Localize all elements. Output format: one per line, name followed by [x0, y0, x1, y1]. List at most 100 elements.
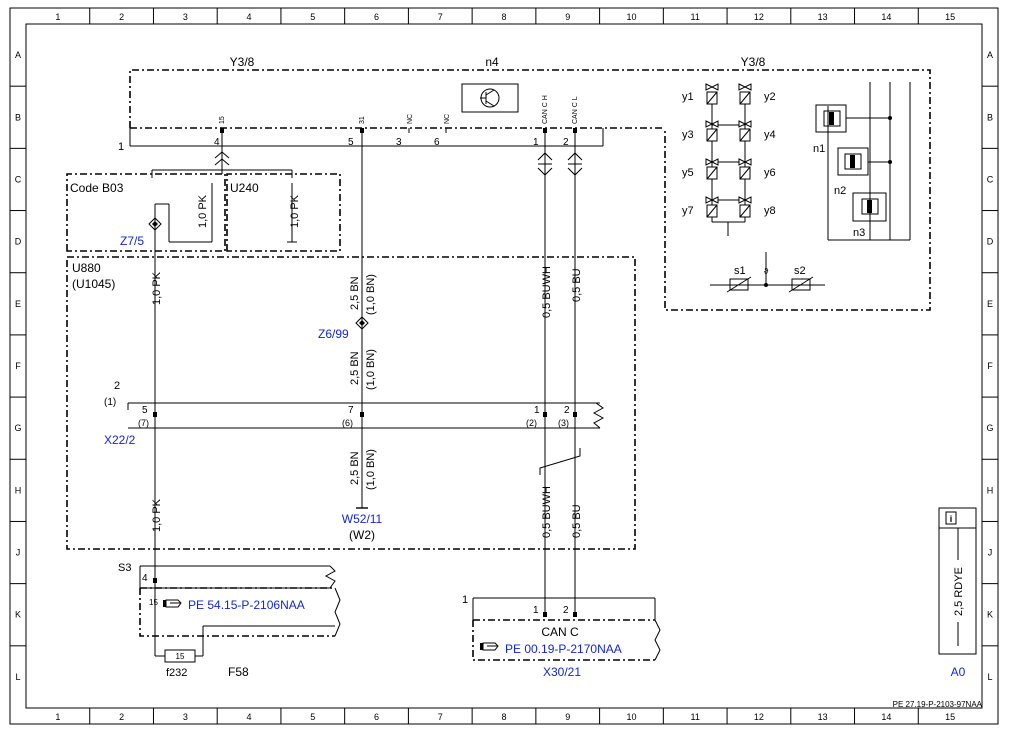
pin-can-l: CAN C L 2: [563, 96, 579, 148]
row-label: J: [16, 548, 21, 558]
reference-hand-icon: [163, 599, 182, 608]
sensor-n1: n1: [813, 143, 825, 155]
twisted-pair-marker: [539, 448, 581, 475]
row-label: F: [987, 361, 993, 371]
x22-2-label: X22/2: [104, 433, 136, 447]
svg-text:(1): (1): [104, 397, 116, 408]
svg-text:2,5 BN: 2,5 BN: [349, 451, 361, 485]
svg-text:(7): (7): [138, 418, 149, 428]
can-ref-link[interactable]: PE 00.19-P-2170NAA: [505, 642, 622, 656]
row-label: H: [987, 485, 994, 495]
column-label: 13: [818, 12, 828, 22]
svg-text:2,5 BN: 2,5 BN: [349, 276, 361, 310]
temperature-symbol: ϑ: [764, 267, 769, 276]
wire-can-h: 0,5 BUWH 0,5 BUWH: [537, 133, 553, 612]
wire-pk: 1,0 PK 1,0 PK: [151, 255, 163, 632]
connector-x22-2: 2 (1) 5 (7) 7 (6) 1 (2) 2 (3) X22/2: [104, 380, 605, 447]
row-label: C: [987, 174, 994, 184]
svg-text:(1,0 BN): (1,0 BN): [365, 274, 377, 315]
svg-text:5: 5: [142, 405, 148, 416]
column-label: 12: [754, 12, 764, 22]
svg-text:(2): (2): [526, 418, 537, 428]
valve-icon: [738, 120, 752, 142]
sensor-n3: n3: [853, 227, 865, 239]
svg-text:0,5 BUWH: 0,5 BUWH: [541, 486, 553, 538]
column-label: 14: [881, 12, 891, 22]
column-label: 8: [501, 12, 506, 22]
svg-text:0,5 BUWH: 0,5 BUWH: [541, 266, 553, 318]
connector-15-symbol: [151, 133, 293, 178]
row-label: K: [987, 610, 993, 620]
switch-s2: s2: [794, 265, 806, 277]
valve-y7: y7: [682, 205, 694, 217]
row-label: H: [15, 485, 22, 495]
row-label: D: [987, 237, 994, 247]
svg-text:(3): (3): [558, 418, 569, 428]
a0-box: i 2,5 RDYE A0: [938, 507, 977, 679]
svg-text:1,0 PK: 1,0 PK: [151, 498, 163, 532]
top-module-conn-no: 1: [118, 141, 124, 153]
column-label: 14: [881, 712, 891, 722]
svg-text:15: 15: [219, 116, 226, 124]
pin-15: 15 4: [214, 116, 226, 148]
fuse-ref-link[interactable]: PE 54.15-P-2106NAA: [188, 598, 305, 612]
row-label: A: [15, 50, 21, 60]
column-label: 7: [438, 712, 443, 722]
column-label: 15: [945, 12, 955, 22]
svg-text:CAN C H: CAN C H: [542, 95, 549, 124]
row-label: L: [15, 672, 20, 682]
column-label: 4: [247, 712, 252, 722]
valve-y5: y5: [682, 167, 694, 179]
row-label: D: [15, 237, 22, 247]
svg-text:2,5 BN: 2,5 BN: [349, 351, 361, 385]
svg-text:CAN C L: CAN C L: [572, 96, 579, 124]
pin-nc-3: NC 3: [396, 114, 414, 148]
valve-icon: [705, 120, 719, 142]
column-label: 15: [945, 712, 955, 722]
row-label: E: [15, 299, 21, 309]
column-label: 6: [374, 12, 379, 22]
svg-text:2: 2: [563, 137, 569, 148]
column-label: 5: [310, 712, 315, 722]
svg-text:5: 5: [348, 137, 354, 148]
column-label: 9: [565, 712, 570, 722]
row-label: B: [987, 112, 993, 122]
svg-text:0,5 BU: 0,5 BU: [571, 504, 583, 538]
code-box-u240-wire: 1,0 PK: [289, 194, 301, 228]
svg-text:2: 2: [563, 605, 569, 616]
svg-text:i: i: [950, 514, 953, 524]
u880-box: U880 (U1045): [66, 256, 636, 550]
column-label: 13: [818, 712, 828, 722]
info-icon: [945, 511, 957, 525]
drawing-frame: [9, 7, 999, 725]
code-box-b03-wire: 1,0 PK: [197, 194, 209, 228]
column-label: 8: [501, 712, 506, 722]
svg-text:0,5 BU: 0,5 BU: [571, 268, 583, 302]
column-label: 11: [691, 712, 700, 722]
column-label: 1: [55, 12, 60, 22]
column-label: 2: [119, 12, 124, 22]
row-label: J: [988, 548, 993, 558]
switch-s2-icon: [791, 278, 811, 291]
code-box-b03: Code B03 1,0 PK Z7/5: [66, 173, 226, 255]
svg-text:6: 6: [434, 137, 440, 148]
svg-text:f232: f232: [166, 667, 187, 679]
svg-text:NC: NC: [407, 114, 414, 124]
top-module-label-center: n4: [485, 55, 499, 69]
sensor-group: n1 n2 n3: [813, 82, 911, 241]
svg-text:1: 1: [462, 594, 468, 606]
valve-icon: [705, 83, 719, 105]
reference-hand-icon: [480, 642, 499, 651]
valve-y6: y6: [764, 167, 776, 179]
row-label: K: [15, 610, 21, 620]
sensor-n3-icon: [852, 192, 887, 222]
row-label: A: [987, 50, 993, 60]
column-label: 7: [438, 12, 443, 22]
can-c-title: CAN C: [541, 625, 579, 639]
switch-group: s1 s2 ϑ: [710, 252, 825, 293]
column-label: 5: [310, 12, 315, 22]
valve-y8: y8: [764, 205, 776, 217]
ground-w52-11: W52/11: [342, 512, 383, 526]
valve-icon: [738, 196, 752, 218]
